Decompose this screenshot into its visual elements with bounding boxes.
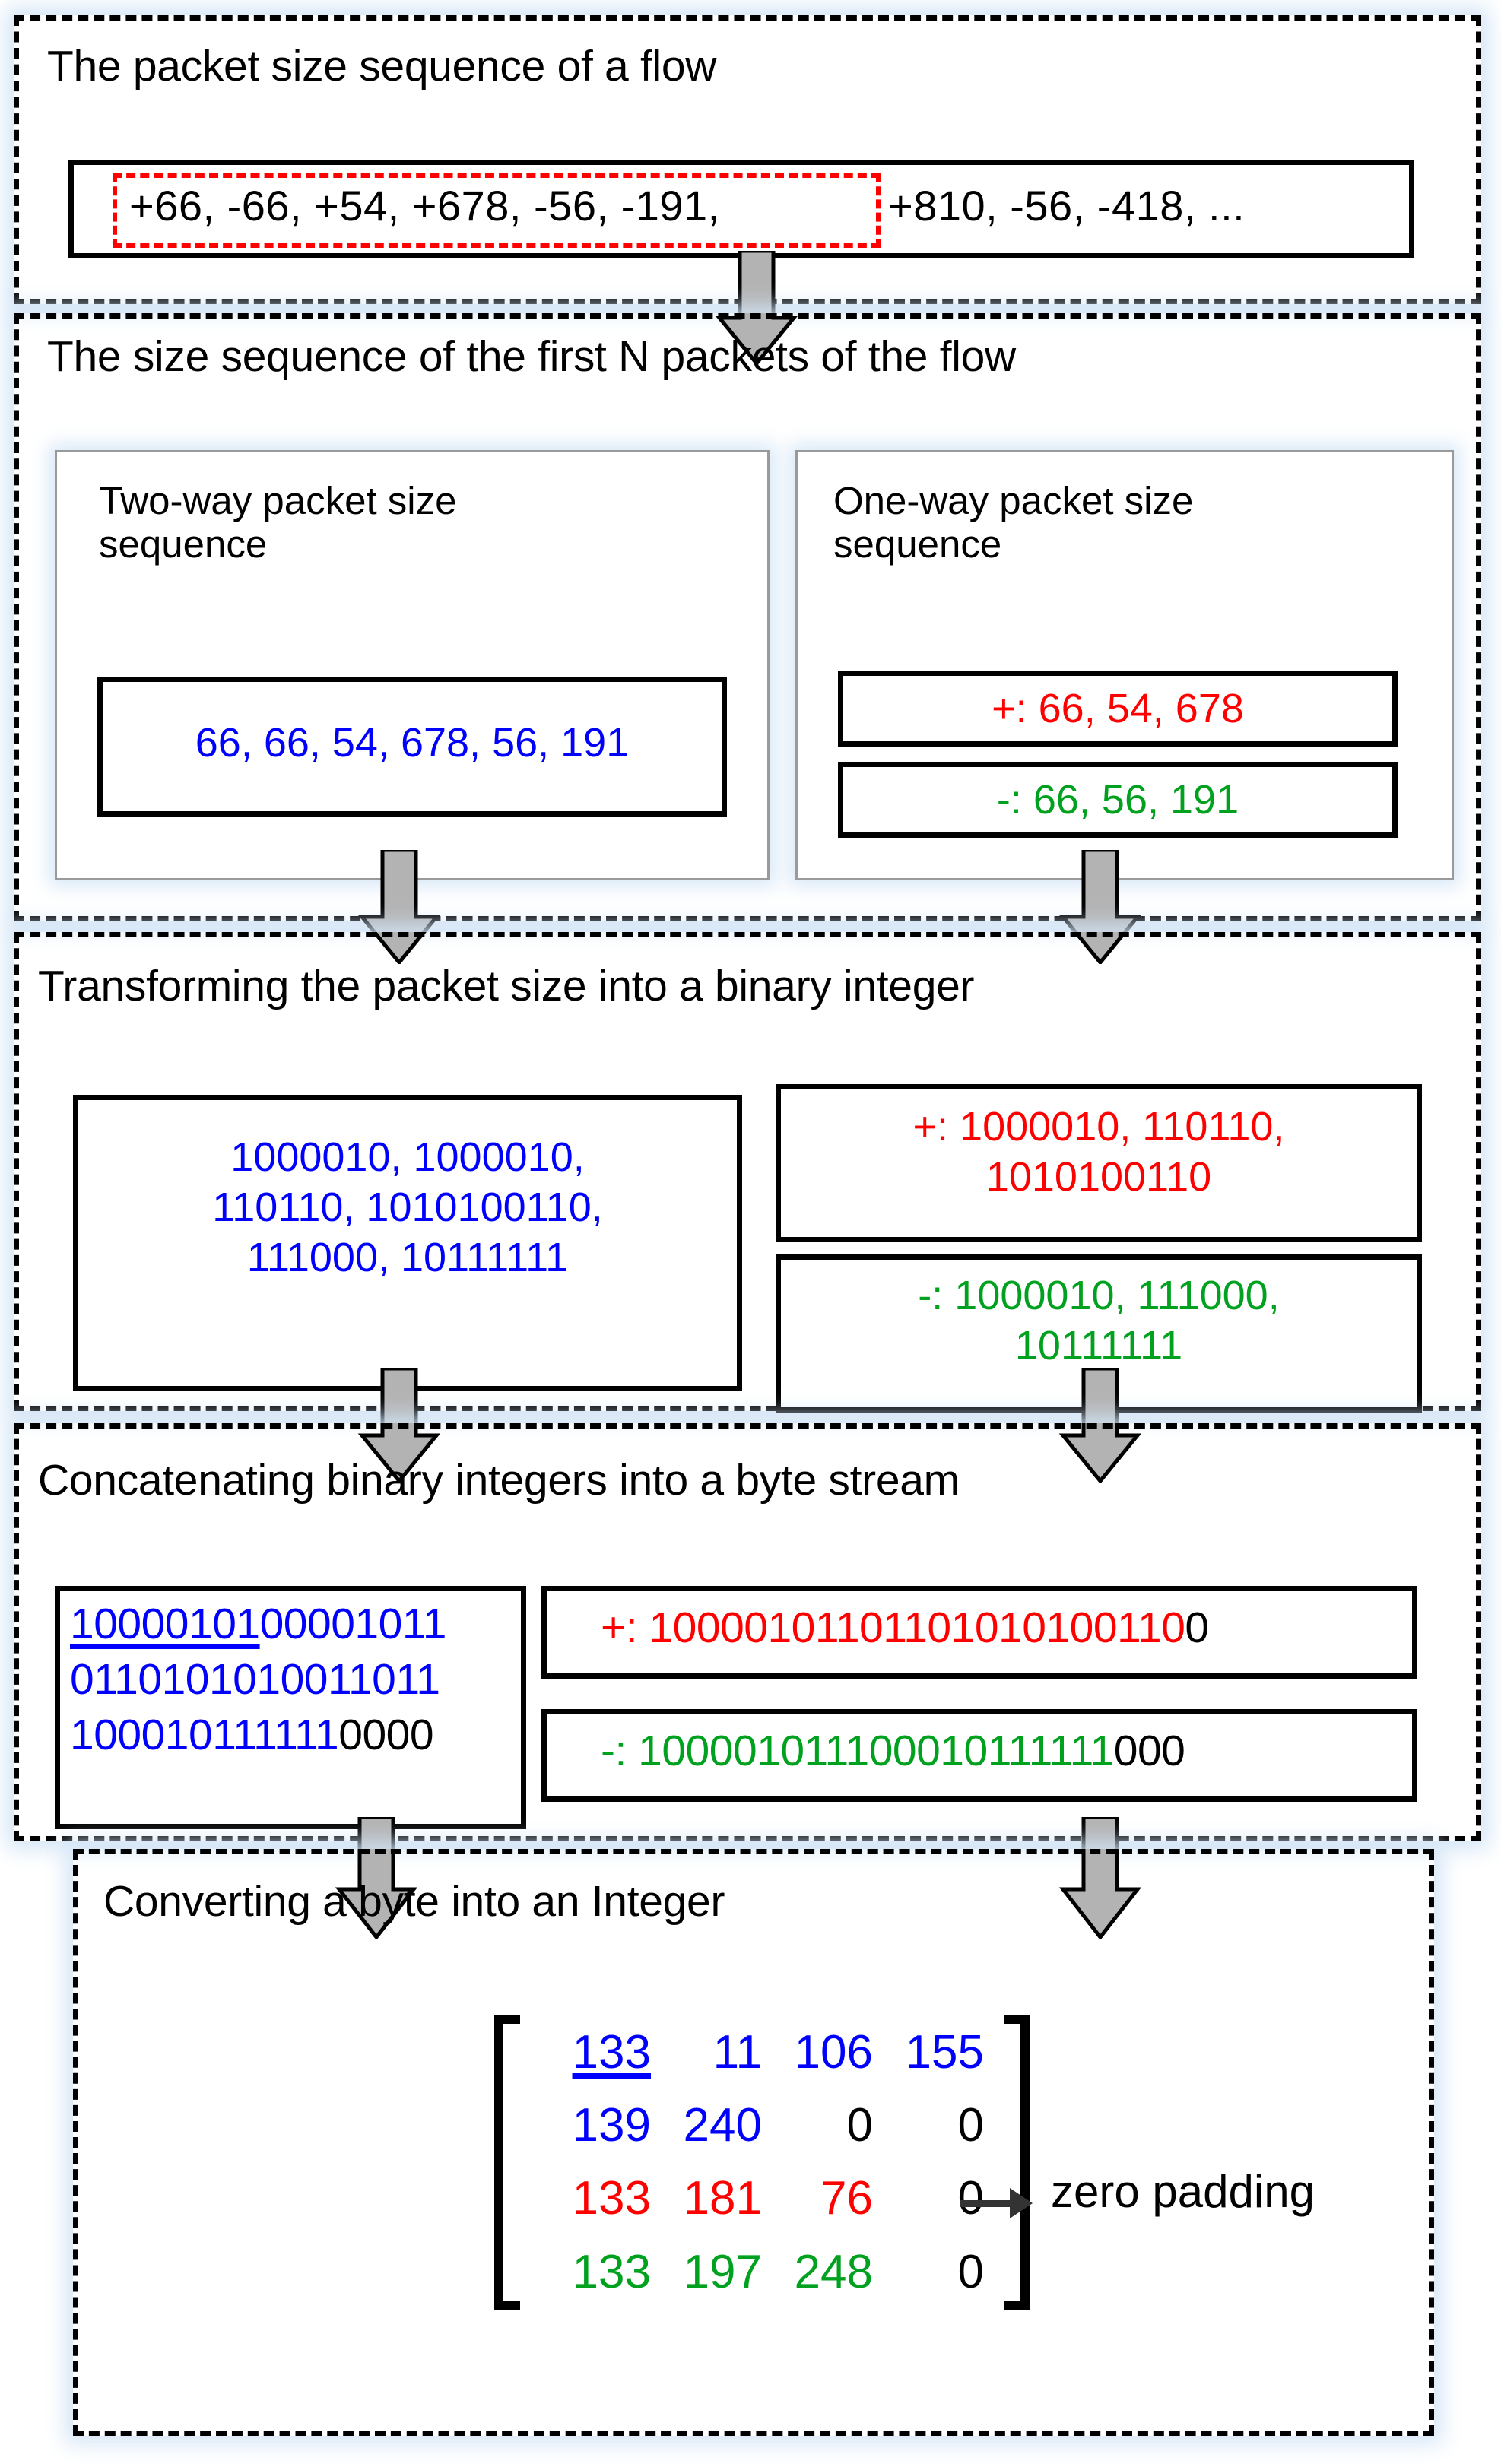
- matrix-cell: 240: [683, 2099, 762, 2152]
- matrix-cell: 139: [572, 2099, 651, 2152]
- forward-stream-prefix: +:: [601, 1603, 649, 1652]
- matrix-cell: 133: [572, 2245, 651, 2298]
- two-way-value-box: [97, 677, 727, 817]
- down-arrow-icon-6: [335, 1817, 418, 1939]
- matrix-cell: 0: [846, 2099, 873, 2152]
- matrix-cell: 76: [820, 2172, 873, 2225]
- matrix-cell: 181: [683, 2172, 762, 2225]
- two-way-stream-line3-pad: 0000: [338, 1710, 434, 1759]
- matrix-bracket-right: [1004, 2015, 1030, 2310]
- stage-2-container: [14, 313, 1481, 921]
- matrix-cell: 0: [957, 2099, 984, 2152]
- stage-4-container: [14, 1423, 1481, 1841]
- two-way-label: Two-way packet size sequence: [99, 479, 457, 566]
- one-way-backward-box: [838, 762, 1398, 838]
- one-way-forward-value: +: 66, 54, 678: [992, 686, 1244, 731]
- two-way-stream-text: 1000010100001011 0110101010011011 100010…: [70, 1597, 523, 1763]
- matrix-grid: 133 11 106 155 139 240 0 0 133 181 76 0 133 197 248 0: [520, 2015, 1004, 2310]
- stage-1-title: The packet size sequence of a flow: [47, 42, 717, 90]
- forward-stream-text: +: 100001011011010101001100: [601, 1603, 1209, 1653]
- stage-5-title: Converting a byte into an Integer: [103, 1877, 725, 1926]
- forward-stream-pad: 0: [1185, 1603, 1209, 1652]
- matrix-cell: 11: [712, 2026, 762, 2079]
- arrow-shaft: [960, 2199, 1010, 2207]
- matrix-cell: 197: [683, 2245, 762, 2298]
- stage-3-container: [14, 932, 1481, 1411]
- matrix-cell: 133: [572, 2172, 651, 2225]
- matrix-cell: 133: [572, 2026, 651, 2079]
- stage-2-title: The size sequence of the first N packets…: [47, 332, 1016, 381]
- one-way-forward-box: [838, 671, 1398, 747]
- down-arrow-icon-7: [1058, 1817, 1142, 1939]
- first-n-packets-highlight: [113, 173, 881, 248]
- backward-stream-prefix: -:: [601, 1727, 639, 1775]
- two-way-binary-box: [73, 1095, 742, 1391]
- packet-sequence-highlighted: +66, -66, +54, +678, -56, -191,: [129, 182, 720, 230]
- two-way-stream-line1-underlined: 10000101: [70, 1600, 260, 1648]
- matrix-cell: 0: [957, 2172, 984, 2225]
- forward-binary-box: [776, 1084, 1422, 1242]
- two-way-value: 66, 66, 54, 678, 56, 191: [195, 720, 630, 766]
- arrow-head: [1010, 2188, 1033, 2218]
- matrix-cell: 106: [794, 2026, 873, 2079]
- two-way-stream-line2: 0110101010011011: [70, 1654, 440, 1704]
- backward-stream-box: [541, 1709, 1417, 1802]
- one-way-backward-value: -: 66, 56, 191: [996, 777, 1239, 823]
- matrix-cell: 0: [957, 2245, 984, 2298]
- two-way-stream-box: [55, 1586, 526, 1829]
- forward-stream-box: [541, 1586, 1417, 1679]
- backward-stream-data: 100001011100010111111: [638, 1727, 1114, 1775]
- backward-stream-text: -: 100001011100010111111000: [601, 1726, 1185, 1776]
- two-way-stream-line3-data: 100010111111: [70, 1710, 339, 1759]
- byte-integer-matrix: 133 11 106 155 139 240 0 0 133 181 76 0 133 197 248 0: [494, 2015, 1030, 2310]
- right-arrow-icon: [960, 2188, 1033, 2218]
- two-way-stream-line1-rest: 00001011: [259, 1600, 447, 1648]
- forward-binary-value: +: 1000010, 110110, 1010100110: [912, 1104, 1285, 1200]
- matrix-bracket-left: [494, 2015, 520, 2310]
- zero-padding-annotation: zero padding: [1051, 2166, 1315, 2217]
- matrix-cell: 155: [905, 2026, 984, 2079]
- backward-binary-value: -: 1000010, 111000, 10111111: [918, 1273, 1280, 1368]
- forward-stream-data: 10000101101101010100110: [649, 1603, 1185, 1652]
- backward-stream-pad: 000: [1113, 1727, 1185, 1775]
- two-way-binary-value: 1000010, 1000010, 110110, 1010100110, 11…: [212, 1134, 603, 1280]
- one-way-label: One-way packet size sequence: [833, 479, 1194, 566]
- packet-sequence-rest: +810, -56, -418, ...: [888, 182, 1246, 230]
- stage-5-container: [73, 1849, 1434, 2436]
- stage-3-title: Transforming the packet size into a bina…: [38, 962, 975, 1010]
- matrix-cell: 248: [794, 2245, 873, 2298]
- stage-4-title: Concatenating binary integers into a byt…: [38, 1456, 960, 1505]
